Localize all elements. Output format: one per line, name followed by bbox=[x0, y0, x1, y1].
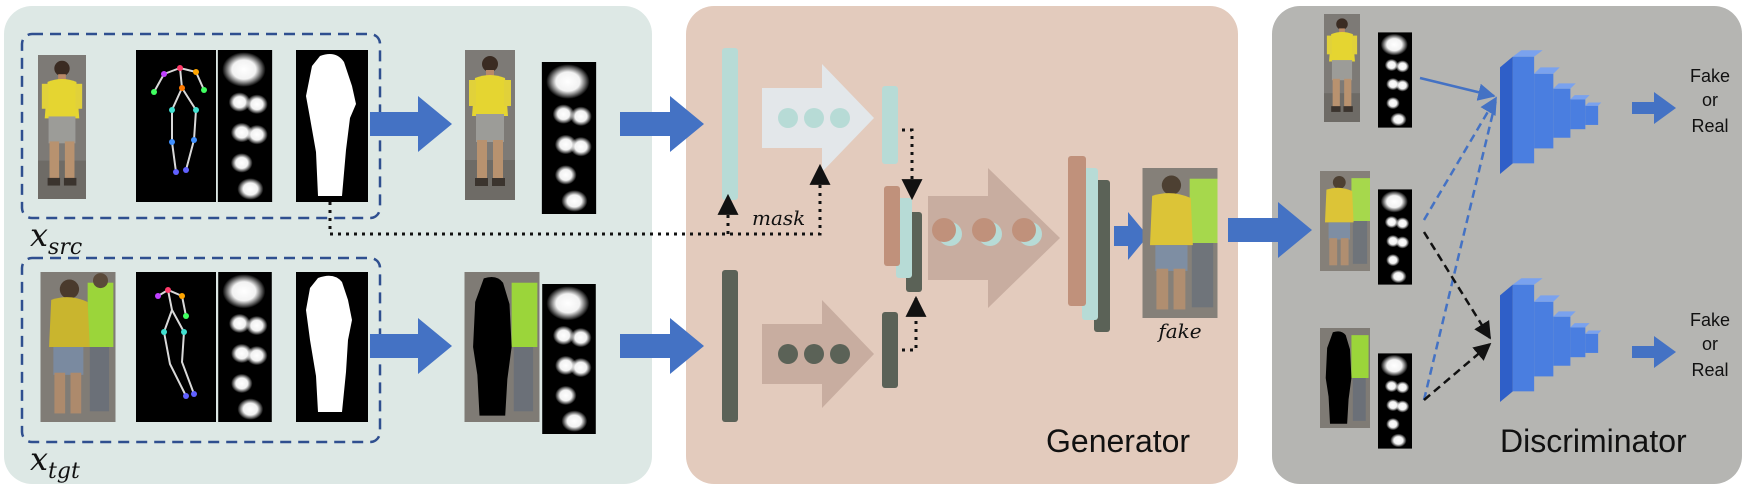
target-mask bbox=[296, 272, 368, 422]
target-concat-image bbox=[464, 272, 540, 422]
generator-input-arrow-top bbox=[620, 96, 704, 152]
source-concat-arrow bbox=[370, 96, 452, 152]
disc-masked-heatmap bbox=[1378, 353, 1412, 449]
target-person-image bbox=[40, 272, 116, 422]
source-mask bbox=[296, 50, 368, 202]
encoder-target-bottleneck bbox=[882, 312, 898, 388]
encoder-target-layer bbox=[722, 270, 738, 422]
discriminator-input-arrow bbox=[1228, 202, 1312, 258]
svg-text:Real: Real bbox=[1691, 116, 1728, 136]
disc-output-arrow-bottom bbox=[1632, 336, 1676, 368]
target-concat-heatmap bbox=[542, 284, 596, 434]
svg-text:or: or bbox=[1702, 334, 1718, 354]
svg-text:or: or bbox=[1702, 90, 1718, 110]
svg-text:Real: Real bbox=[1691, 360, 1728, 380]
source-skeleton bbox=[136, 50, 216, 202]
source-concat-heatmap bbox=[541, 62, 597, 214]
disc-fake-heatmap bbox=[1378, 189, 1412, 285]
target-skeleton bbox=[136, 272, 216, 422]
decoder-output-brown bbox=[1068, 156, 1086, 306]
feature-stack-brown bbox=[884, 186, 900, 266]
disc-real-heatmap bbox=[1378, 32, 1412, 128]
encoder-source-layer bbox=[722, 48, 738, 200]
disc-output-label-bottom: Fake or Real bbox=[1690, 310, 1730, 380]
generator-title: Generator bbox=[1046, 423, 1190, 459]
source-concat-image bbox=[465, 50, 515, 200]
encoder-target-dots bbox=[778, 344, 850, 364]
svg-text:Fake: Fake bbox=[1690, 310, 1730, 330]
mask-label: mask bbox=[752, 206, 805, 230]
disc-masked-image bbox=[1320, 328, 1370, 428]
discriminator-title: Discriminator bbox=[1500, 423, 1687, 459]
fake-label: fake bbox=[1156, 319, 1201, 343]
target-concat-arrow bbox=[370, 318, 452, 374]
x-tgt-label: xtgt bbox=[30, 440, 80, 484]
encoder-source-bottleneck bbox=[882, 86, 898, 164]
encoder-source-dots bbox=[778, 108, 850, 128]
source-heatmap bbox=[217, 50, 273, 202]
fake-image bbox=[1142, 168, 1218, 318]
disc-output-label-top: Fake or Real bbox=[1690, 66, 1730, 136]
decoder-dots bbox=[932, 218, 1042, 246]
svg-text:Fake: Fake bbox=[1690, 66, 1730, 86]
disc-real-image bbox=[1324, 14, 1360, 122]
source-person-image bbox=[38, 55, 86, 199]
x-src-label: xsrc bbox=[30, 216, 82, 260]
disc-output-arrow-top bbox=[1632, 92, 1676, 124]
disc-fake-image bbox=[1320, 171, 1370, 271]
disc-connectors bbox=[1419, 76, 1498, 401]
generator-input-arrow-bottom bbox=[620, 318, 704, 374]
mask-connector bbox=[328, 128, 927, 352]
target-heatmap bbox=[218, 272, 272, 422]
generator-output-arrow bbox=[1114, 212, 1148, 260]
